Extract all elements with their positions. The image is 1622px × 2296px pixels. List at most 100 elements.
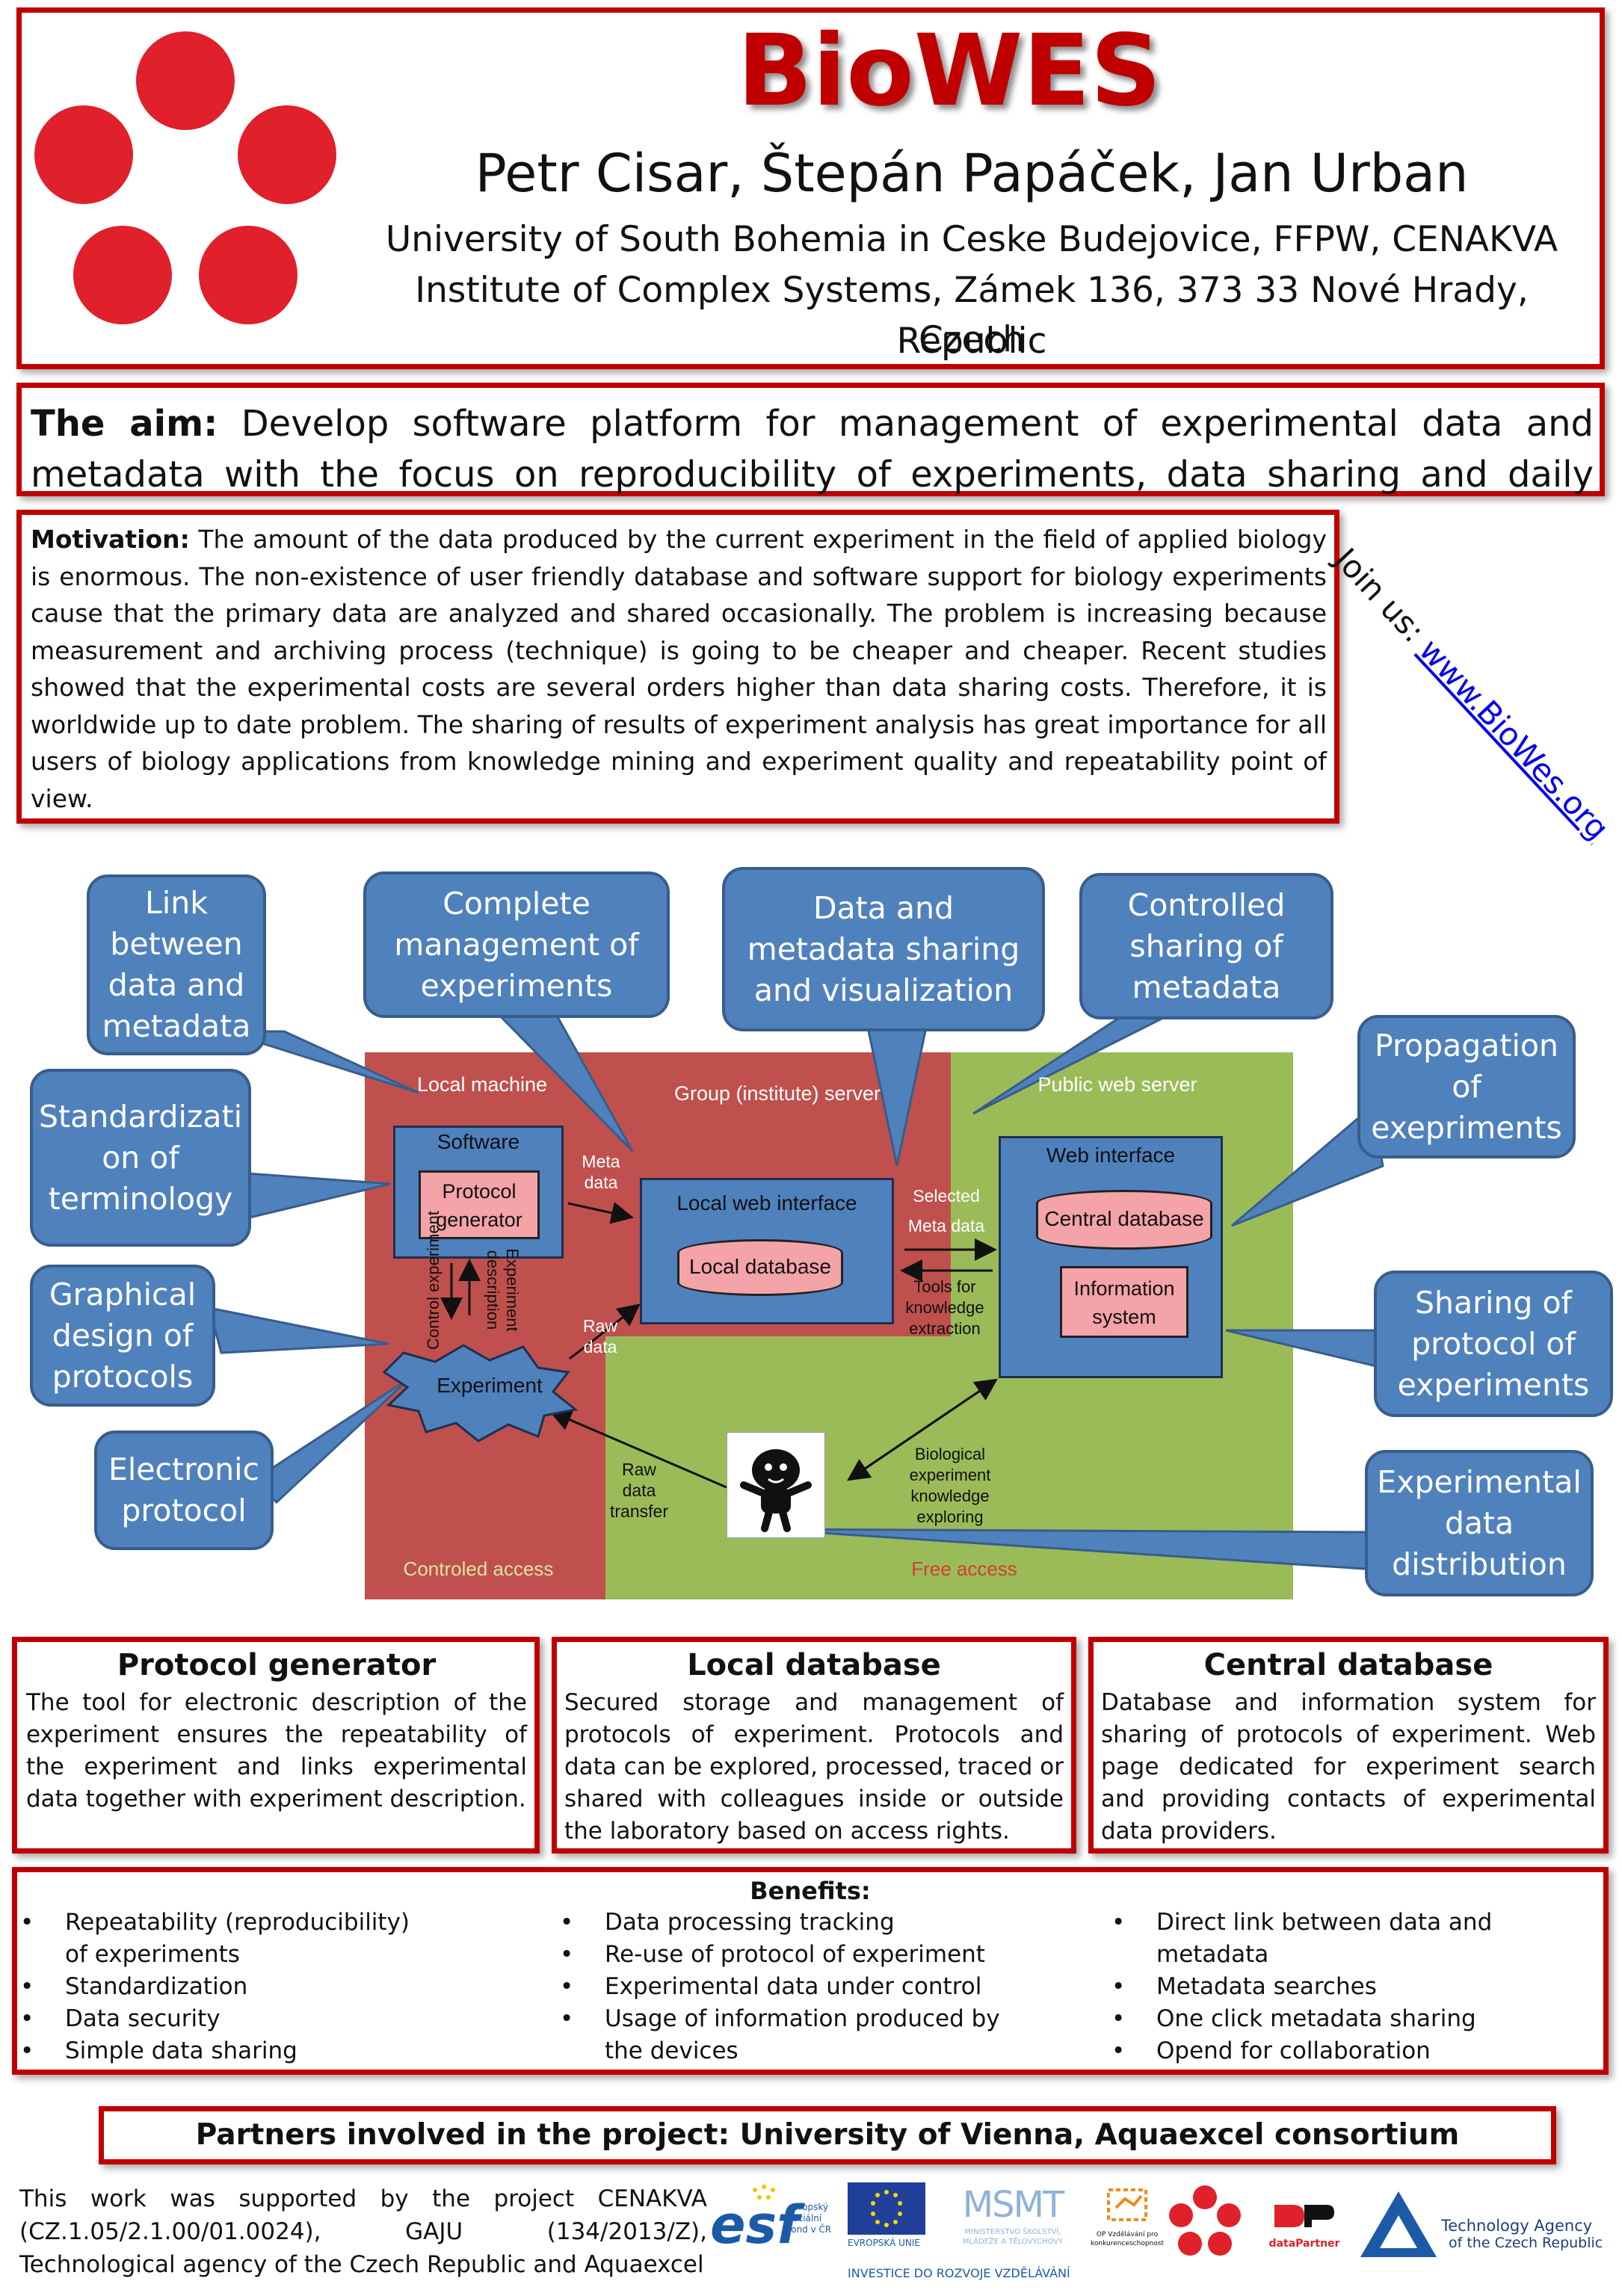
benefit-item: Opend for collaboration	[1111, 2035, 1605, 2067]
msmt-logo: MSMT MINISTERSTVO ŠKOLSTVÍ, MLÁDEŽE A TĚ…	[957, 2182, 1069, 2257]
protocol-generator-box: Protocol generator	[419, 1170, 540, 1239]
raw-data-label: Raw data	[582, 1316, 617, 1357]
local-machine-label: Local machine	[416, 1073, 548, 1096]
panel-protocol-generator-title: Protocol generator	[117, 1648, 437, 1682]
panel-local-database: Local database Secured storage and manag…	[552, 1637, 1076, 1854]
panel-central-database: Central database Database and informatio…	[1088, 1637, 1609, 1854]
invest-text: INVESTICE DO ROZVOJE VZDĚLÁVÁNÍ	[848, 2266, 1070, 2280]
affiliation-1: University of South Bohemia in Ceske Bud…	[385, 219, 1558, 260]
tacr-text-2: of the Czech Republic	[1449, 2235, 1603, 2251]
affiliation-3: Republic	[896, 321, 1047, 362]
experiment-description-label: Experiment description	[484, 1248, 522, 1332]
eu-logo: EVROPSKÁ UNIE	[848, 2182, 930, 2265]
meta-data-label: Meta data	[582, 1152, 620, 1192]
group-server-label: Group (institute) server	[673, 1082, 881, 1105]
callout-graphical-design: Graphical design of protocols	[30, 1265, 215, 1407]
callout-data-sharing: Data and metadata sharing and visualizat…	[722, 867, 1045, 1031]
callout-standardization: Standardizati on of terminology	[30, 1069, 251, 1247]
motivation-label: Motivation:	[31, 525, 190, 554]
user-figure-icon	[740, 1449, 812, 1532]
callout-propagation: Propagation of exepriments	[1357, 1015, 1576, 1158]
esf-stars-icon	[753, 2185, 775, 2200]
benefit-item: Data security	[20, 2003, 439, 2035]
eu-text: EVROPSKÁ UNIE	[848, 2238, 920, 2248]
benefit-item: Re-use of protocol of experiment	[560, 1939, 1038, 1971]
datapartner-icon	[1274, 2205, 1334, 2227]
partners-text: Partners involved in the project: Univer…	[195, 2118, 1460, 2152]
datapartner-logo: dataPartner	[1263, 2197, 1345, 2265]
callout-controlled-sharing: Controlled sharing of metadata	[1079, 873, 1333, 1019]
benefit-item: Usage of information produced by the dev…	[560, 2003, 1038, 2067]
panel-protocol-generator: Protocol generator The tool for electron…	[12, 1637, 540, 1854]
op-logo: OP Vzdělávání pro konkurenceschopnost	[1082, 2182, 1172, 2265]
eu-flag-icon	[848, 2182, 925, 2235]
op-icon	[1107, 2188, 1147, 2221]
software-label: Software	[437, 1130, 520, 1153]
partners-box: Partners involved in the project: Univer…	[99, 2106, 1556, 2164]
controled-access-label: Controled access	[403, 1558, 554, 1580]
standardization-line-2: on of	[102, 1139, 179, 1176]
panel-local-database-text: Secured storage and management of protoc…	[564, 1689, 1064, 1845]
benefit-item: Repeatability (reproducibility) of exper…	[20, 1907, 439, 1971]
web-interface-box	[999, 1136, 1223, 1378]
control-experiment-label: Control experiment	[424, 1211, 442, 1350]
msmt-subtext: MINISTERSTVO ŠKOLSTVÍ, MLÁDEŽE A TĚLOVÝC…	[962, 2228, 1064, 2246]
op-text: OP Vzdělávání pro konkurenceschopnost	[1091, 2231, 1164, 2247]
benefits-box: Benefits: Repeatability (reproducibility…	[12, 1867, 1609, 2075]
callout-link-data: Link between data and metadata	[87, 874, 266, 1055]
benefit-item: One click metadata sharing	[1111, 2003, 1605, 2035]
benefit-item: Standardization	[20, 1971, 439, 2003]
free-access-label: Free access	[911, 1558, 1017, 1580]
tacr-triangle-icon	[1360, 2191, 1437, 2257]
benefits-col-2: Data processing tracking Re-use of proto…	[560, 1907, 1038, 2067]
selected-meta-label: Selected Meta data	[907, 1186, 985, 1235]
support-text: This work was supported by the project C…	[19, 2185, 707, 2278]
panel-local-database-title: Local database	[687, 1648, 941, 1682]
panel-central-database-title: Central database	[1203, 1648, 1493, 1682]
motivation-box: Motivation: The amount of the data produ…	[16, 510, 1339, 824]
public-server-label: Public web server	[1037, 1073, 1197, 1096]
authors: Petr Cisar, Štepán Papáček, Jan Urban	[475, 143, 1469, 204]
panel-protocol-generator-text: The tool for electronic description of t…	[26, 1689, 527, 1812]
esf-text: esf	[710, 2194, 800, 2256]
information-system-box: Information system	[1060, 1266, 1188, 1338]
tacr-text-1: Technology Agency	[1441, 2217, 1593, 2235]
benefits-col-3: Direct link between data and metadata Me…	[1111, 1907, 1605, 2067]
bio-knowledge-label: Biological experiment knowledge explorin…	[909, 1445, 991, 1526]
esf-subtext: evropský sociální fond v ČR	[788, 2202, 832, 2235]
affiliation-2: Institute of Complex Systems, Zámek 136,…	[415, 270, 1529, 360]
callout-electronic-protocol: Electronic protocol	[94, 1431, 274, 1550]
central-database-box: Central database	[1036, 1190, 1212, 1250]
benefit-item: Experimental data under control	[560, 1971, 1038, 2003]
callout-data-distribution: Experimental data distribution	[1365, 1450, 1594, 1596]
local-web-interface-label: Local web interface	[676, 1191, 857, 1215]
benefit-item: Direct link between data and metadata	[1111, 1907, 1605, 1971]
raw-data-transfer-label: Raw data transfer	[610, 1460, 668, 1521]
benefit-item: Metadata searches	[1111, 1971, 1605, 2003]
tacr-logo: Technology Agency of the Czech Republic	[1357, 2188, 1612, 2271]
user-figure	[727, 1432, 825, 1538]
benefit-item: Data processing tracking	[560, 1907, 1038, 1939]
aim-box: The aim: Develop software platform for m…	[16, 383, 1605, 546]
motivation-text: The amount of the data produced by the c…	[31, 525, 1327, 813]
experiment-label: Experiment	[437, 1374, 543, 1397]
local-database-box: Local database	[677, 1239, 843, 1296]
biowes-logo	[34, 31, 336, 324]
biowes-footer-logo	[1169, 2185, 1241, 2256]
standardization-line-3: terminology	[48, 1180, 233, 1217]
aim-label: The aim:	[31, 403, 218, 445]
esf-logo: esf evropský sociální fond v ČR	[710, 2182, 837, 2265]
standardization-line-1: Standardizati	[38, 1098, 243, 1135]
poster-title: BioWES	[737, 13, 1162, 129]
tools-label: Tools for knowledge extraction	[905, 1277, 984, 1338]
benefit-item: Simple data sharing	[20, 2035, 439, 2067]
benefits-col-1: Repeatability (reproducibility) of exper…	[20, 1907, 439, 2067]
benefits-title: Benefits:	[750, 1877, 871, 1905]
msmt-text: MSMT	[962, 2184, 1065, 2226]
callout-sharing-protocol: Sharing of protocol of experiments	[1374, 1271, 1613, 1417]
callout-complete-management: Complete management of experiments	[363, 871, 670, 1018]
web-interface-label: Web interface	[1046, 1144, 1176, 1167]
panel-central-database-text: Database and information system for shar…	[1101, 1689, 1596, 1845]
datapartner-text: dataPartner	[1268, 2238, 1340, 2250]
